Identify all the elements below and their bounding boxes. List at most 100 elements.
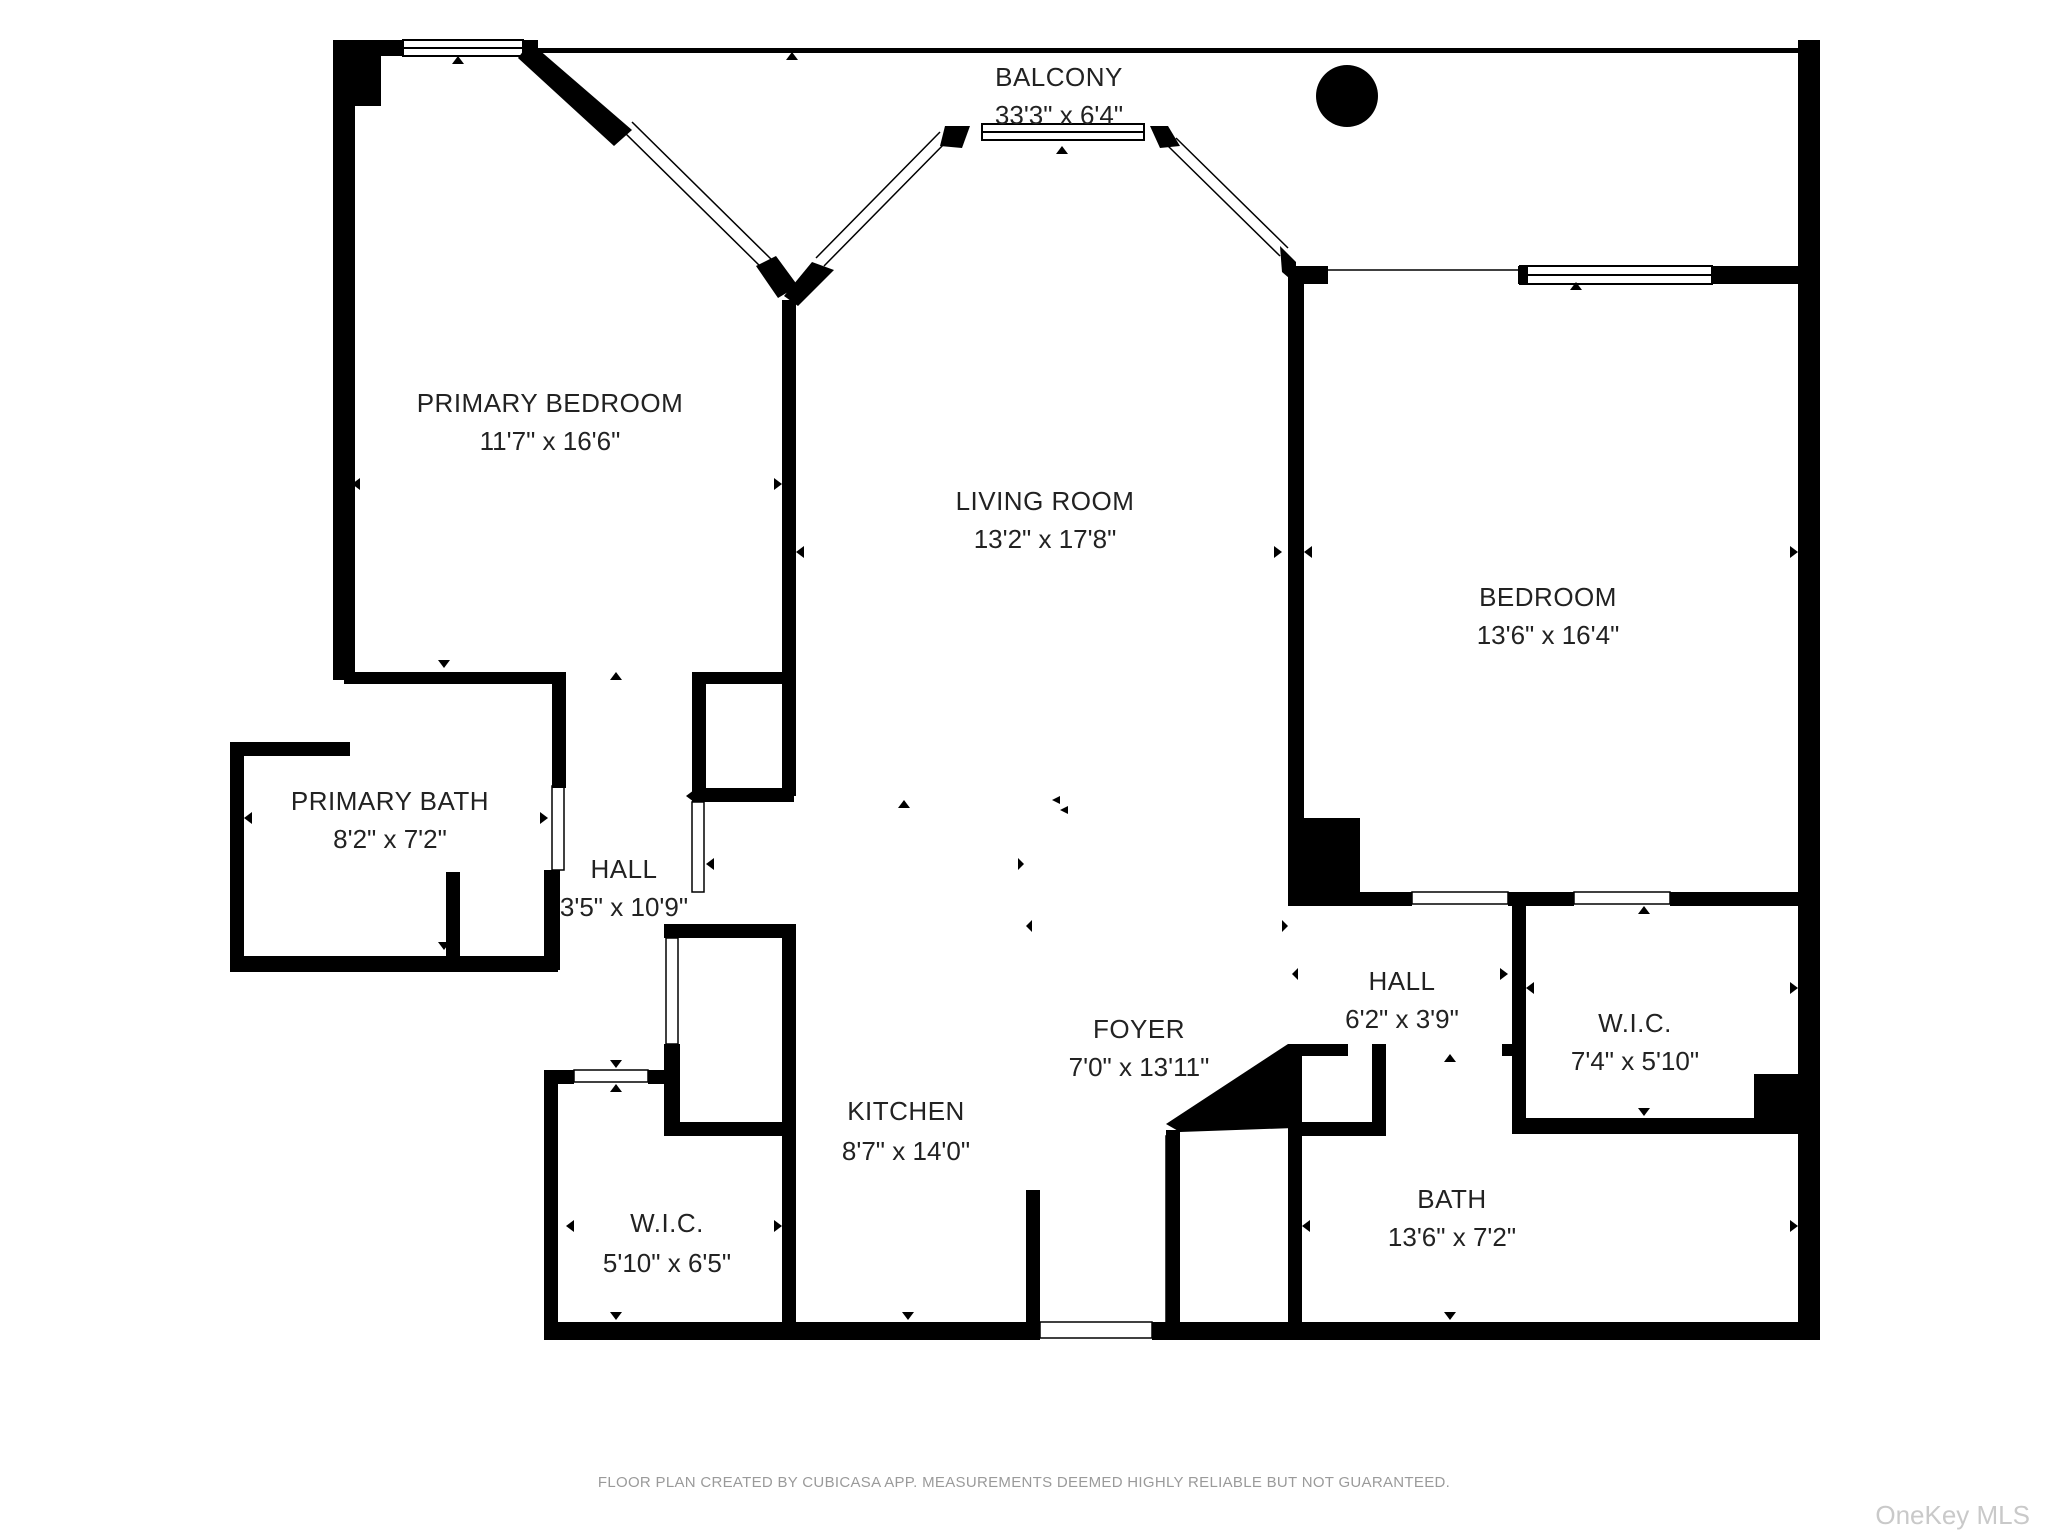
marker (1790, 1220, 1798, 1232)
sliding-door (815, 131, 941, 259)
wall-diagonal (1166, 1044, 1294, 1132)
sliding-door (1167, 145, 1281, 257)
door-opening (1165, 1135, 1179, 1323)
marker (1790, 546, 1798, 558)
marker (1500, 968, 1508, 980)
wall-diagonal (784, 262, 834, 306)
room-dims-living-room: 13'2" x 17'8" (974, 524, 1117, 554)
wall (1372, 1044, 1386, 1136)
sliding-door (621, 129, 765, 271)
marker (1790, 982, 1798, 994)
wall (1288, 1044, 1348, 1056)
watermark-logo: OneKey MLS (1875, 1500, 2030, 1530)
marker (1526, 982, 1534, 994)
wall (333, 40, 355, 680)
marker (1304, 546, 1312, 558)
room-dims-primary-bath: 8'2" x 7'2" (333, 824, 447, 854)
wall-diagonal (518, 42, 632, 146)
sliding-door (631, 121, 775, 263)
room-name-balcony: BALCONY (995, 62, 1123, 92)
marker (706, 858, 714, 870)
wall (552, 672, 566, 788)
marker (898, 800, 910, 808)
walls (230, 40, 1820, 1340)
wall (1288, 266, 1328, 284)
marker (1570, 282, 1582, 290)
marker (352, 478, 360, 490)
wall (1026, 1190, 1040, 1340)
wall (692, 672, 706, 802)
wall (692, 788, 794, 802)
room-name-wic-right: W.I.C. (1598, 1008, 1672, 1038)
room-dims-hall-right: 6'2" x 3'9" (1345, 1004, 1459, 1034)
windows (402, 39, 1713, 1339)
closet-block (1288, 818, 1360, 904)
wall (1288, 892, 1412, 906)
sliding-door (823, 139, 949, 267)
marker (1056, 146, 1068, 154)
door-opening (665, 937, 679, 1045)
wall (940, 126, 970, 148)
wall (1798, 40, 1820, 1340)
sliding-door (1175, 137, 1289, 249)
marker (1018, 858, 1024, 870)
room-dims-wic-left: 5'10" x 6'5" (603, 1248, 731, 1278)
marker (566, 1220, 574, 1232)
wall (333, 40, 403, 56)
wall (544, 1070, 558, 1340)
marker (774, 478, 782, 490)
room-dims-hall-left: 3'5" x 10'9" (560, 892, 688, 922)
marker (796, 546, 804, 558)
room-dims-bedroom: 13'6" x 16'4" (1477, 620, 1620, 650)
marker (1292, 968, 1298, 980)
wall (664, 1044, 680, 1136)
room-name-living-room: LIVING ROOM (956, 486, 1135, 516)
marker (438, 660, 450, 668)
door-opening (551, 785, 565, 871)
room-dims-foyer: 7'0" x 13'11" (1069, 1052, 1210, 1082)
marker (1052, 796, 1060, 804)
entry-door (1039, 1321, 1153, 1339)
marker (610, 1312, 622, 1320)
disclaimer-note: FLOOR PLAN CREATED BY CUBICASA APP. MEAS… (597, 1474, 1451, 1491)
marker (1638, 906, 1650, 914)
wall (782, 924, 796, 1340)
marker (610, 672, 622, 680)
marker (1060, 806, 1068, 814)
room-dims-balcony: 33'3" x 6'4" (995, 100, 1123, 130)
marker (786, 52, 798, 60)
wall (344, 672, 564, 684)
balcony-column (1316, 65, 1378, 127)
room-name-foyer: FOYER (1093, 1014, 1185, 1044)
marker (244, 812, 252, 824)
room-name-bedroom: BEDROOM (1479, 582, 1617, 612)
marker (774, 1220, 782, 1232)
closet-block (1754, 1074, 1800, 1134)
wall (692, 672, 784, 684)
marker (610, 1060, 622, 1068)
room-name-hall-right: HALL (1368, 966, 1435, 996)
room-dims-bath: 13'6" x 7'2" (1388, 1222, 1516, 1252)
marker (1444, 1054, 1456, 1062)
wall (1288, 1122, 1384, 1136)
wall (446, 872, 460, 968)
room-name-bath: BATH (1417, 1184, 1486, 1214)
door-opening (1411, 891, 1509, 905)
marker (1026, 920, 1032, 932)
wall (230, 742, 244, 972)
wall (782, 300, 796, 796)
wall (544, 870, 560, 970)
marker (902, 1312, 914, 1320)
wall-diagonal (756, 256, 798, 298)
room-labels: BALCONY 33'3" x 6'4" PRIMARY BEDROOM 11'… (291, 62, 1699, 1278)
room-name-primary-bedroom: PRIMARY BEDROOM (417, 388, 684, 418)
marker (1282, 920, 1288, 932)
room-name-primary-bath: PRIMARY BATH (291, 786, 489, 816)
room-dims-wic-right: 7'4" x 5'10" (1571, 1046, 1699, 1076)
marker (1398, 900, 1410, 906)
room-name-wic-left: W.I.C. (630, 1208, 704, 1238)
wall (1166, 1130, 1180, 1322)
marker (1638, 1108, 1650, 1116)
